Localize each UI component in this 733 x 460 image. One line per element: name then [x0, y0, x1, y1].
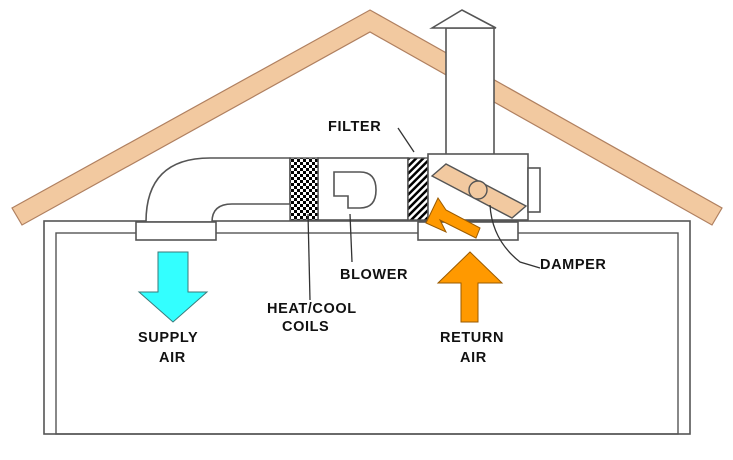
house-walls	[43, 220, 691, 435]
supply-air-arrow	[137, 251, 209, 323]
blower-label: BLOWER	[340, 267, 408, 283]
supply-air-label-line1: SUPPLY	[138, 330, 198, 346]
damper-blade	[430, 163, 528, 219]
damper-label: DAMPER	[540, 257, 606, 273]
return-flow-arrow	[425, 196, 481, 239]
blower-icon	[333, 171, 377, 209]
supply-air-label-line2: AIR	[159, 350, 186, 366]
roof	[11, 9, 723, 226]
supply-duct	[145, 157, 291, 223]
return-air-label-line2: AIR	[460, 350, 487, 366]
exhaust-flue	[429, 9, 497, 157]
filter-label: FILTER	[328, 119, 381, 135]
return-air-arrow	[436, 251, 504, 323]
return-air-label-line1: RETURN	[440, 330, 504, 346]
supply-register	[135, 221, 217, 241]
leader-lines	[307, 127, 541, 301]
heat-cool-label-line2: COILS	[282, 319, 329, 335]
filter	[407, 157, 429, 221]
heat-cool-label-line1: HEAT/COOL	[267, 301, 357, 317]
return-box-flange	[527, 167, 541, 213]
heat-cool-coils	[289, 157, 319, 221]
